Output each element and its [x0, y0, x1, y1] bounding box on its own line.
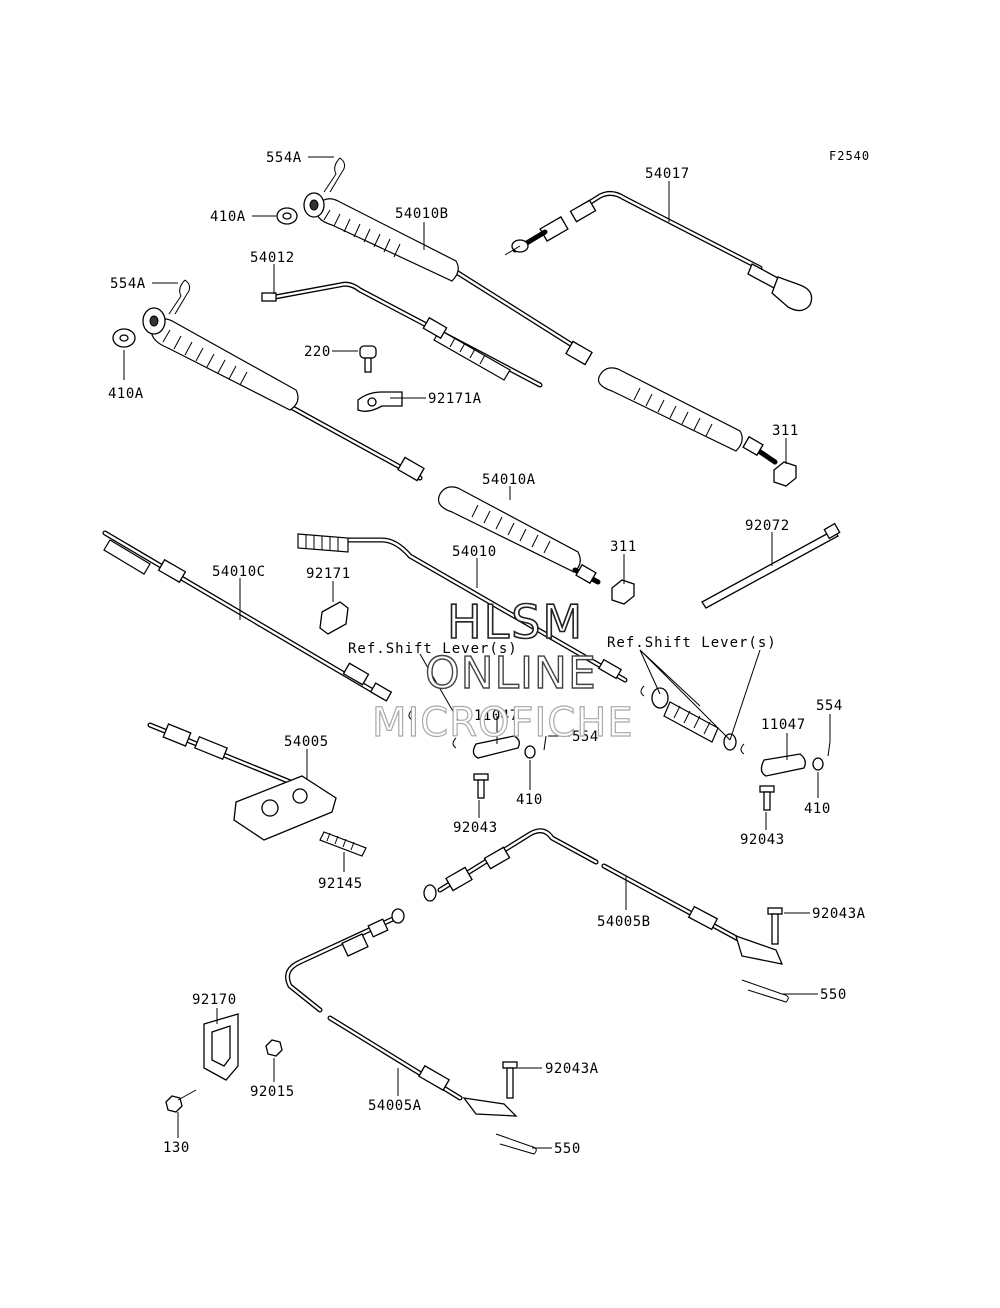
cable-54005b[interactable] [423, 828, 784, 965]
cable-54012[interactable] [261, 281, 543, 388]
watermark-line-2: ONLINE [425, 648, 597, 699]
label-54012[interactable]: 54012 [250, 250, 295, 266]
bracket-92170[interactable] [203, 1013, 239, 1081]
label-92043-left[interactable]: 92043 [453, 820, 498, 836]
watermark: HLSM ONLINE MICROFICHE [371, 594, 634, 746]
label-54010a[interactable]: 54010A [482, 472, 536, 488]
label-92072[interactable]: 92072 [745, 518, 790, 534]
label-54005b[interactable]: 54005B [597, 914, 651, 930]
label-410a-top[interactable]: 410A [210, 209, 246, 225]
label-54010[interactable]: 54010 [452, 544, 497, 560]
label-92171[interactable]: 92171 [306, 566, 351, 582]
label-410-right[interactable]: 410 [804, 801, 831, 817]
washer-410-left[interactable] [524, 745, 536, 759]
pin-92043a-top[interactable] [767, 907, 783, 945]
label-92015[interactable]: 92015 [250, 1084, 295, 1100]
nut-311-mid[interactable] [611, 579, 635, 605]
pin-92043-left[interactable] [473, 773, 489, 799]
lever-11047-right[interactable] [760, 753, 806, 777]
bolt-130[interactable] [165, 1089, 197, 1113]
figure-code: F2540 [829, 149, 870, 163]
cable-54017[interactable] [504, 190, 813, 312]
ref-shift-lever-left: Ref.Shift Lever(s) [348, 641, 518, 657]
label-220[interactable]: 220 [304, 344, 331, 360]
clip-554a-top[interactable] [323, 157, 346, 193]
clip-554a-mid[interactable] [168, 279, 191, 315]
cable-54010c[interactable] [102, 530, 393, 702]
watermark-line-1: HLSM [447, 595, 584, 649]
label-554a-mid[interactable]: 554A [110, 276, 146, 292]
label-54010c[interactable]: 54010C [212, 564, 266, 580]
clip-554-right[interactable] [827, 741, 831, 757]
clip-550-top[interactable] [741, 979, 789, 1003]
label-92043a-top[interactable]: 92043A [812, 906, 866, 922]
label-550-top[interactable]: 550 [820, 987, 847, 1003]
pin-92043a-bottom[interactable] [502, 1061, 518, 1099]
label-54005[interactable]: 54005 [284, 734, 329, 750]
label-92043-right[interactable]: 92043 [740, 832, 785, 848]
pin-92043-right[interactable] [759, 785, 775, 811]
nut-311-top[interactable] [773, 461, 797, 487]
cable-54005a[interactable] [285, 908, 518, 1117]
watermark-line-3: MICROFICHE [372, 700, 634, 746]
label-54005a[interactable]: 54005A [368, 1098, 422, 1114]
label-550-bottom[interactable]: 550 [554, 1141, 581, 1157]
bolt-220[interactable] [359, 345, 377, 373]
label-92170[interactable]: 92170 [192, 992, 237, 1008]
label-54017[interactable]: 54017 [645, 166, 690, 182]
part-labels: 554A 410A 54010B 54017 54012 554A 220 41… [108, 150, 866, 1157]
washer-410-right[interactable] [812, 757, 824, 771]
clamp-92171a[interactable] [357, 391, 403, 412]
ref-shift-lever-right: Ref.Shift Lever(s) [607, 635, 777, 651]
label-92171a[interactable]: 92171A [428, 391, 482, 407]
label-130[interactable]: 130 [163, 1140, 190, 1156]
spring-92145[interactable] [319, 831, 367, 857]
label-554-left[interactable]: 554 [572, 729, 599, 745]
label-54010b[interactable]: 54010B [395, 206, 449, 222]
label-11047-left[interactable]: 11047 [474, 708, 519, 724]
leader-lines [123, 156, 831, 1149]
label-311-mid[interactable]: 311 [610, 539, 637, 555]
label-410-left[interactable]: 410 [516, 792, 543, 808]
washer-410a-top[interactable] [276, 207, 298, 225]
cable-54005[interactable] [147, 722, 337, 841]
label-92043a-bottom[interactable]: 92043A [545, 1061, 599, 1077]
label-554a-top[interactable]: 554A [266, 150, 302, 166]
washer-410a-mid[interactable] [112, 328, 136, 348]
clamp-92171[interactable] [319, 601, 349, 635]
cable-54010b[interactable] [303, 192, 778, 465]
label-92145[interactable]: 92145 [318, 876, 363, 892]
label-11047-right[interactable]: 11047 [761, 717, 806, 733]
spring-assembly-right[interactable] [640, 685, 745, 755]
lever-11047-left[interactable] [408, 709, 547, 759]
clip-550-bottom[interactable] [495, 1133, 537, 1155]
label-410a-mid[interactable]: 410A [108, 386, 144, 402]
label-554-right[interactable]: 554 [816, 698, 843, 714]
label-311-top[interactable]: 311 [772, 423, 799, 439]
cable-54010[interactable] [297, 533, 628, 683]
nut-92015[interactable] [265, 1039, 283, 1057]
tie-strap-92072[interactable] [701, 522, 841, 609]
cable-54010a[interactable] [142, 307, 601, 585]
